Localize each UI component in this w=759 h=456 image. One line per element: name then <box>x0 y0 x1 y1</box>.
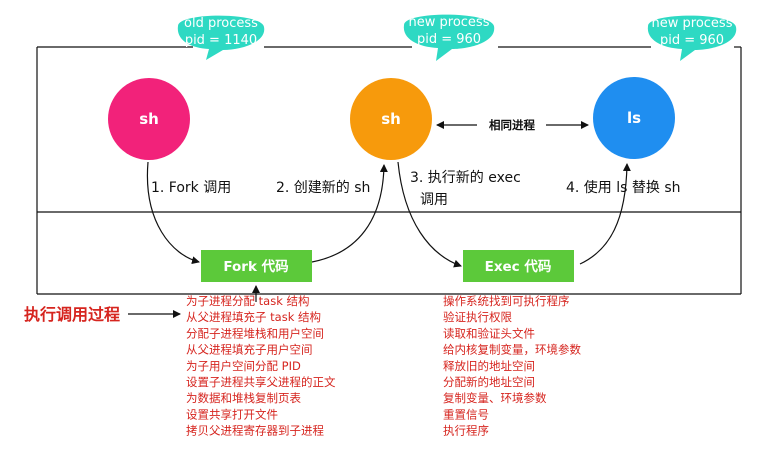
exec-code-box: Exec 代码 <box>463 250 574 282</box>
bubble-new-process-2: new process pid = 960 <box>647 15 737 62</box>
bubble-new2-line2: pid = 960 <box>660 33 724 48</box>
step-3-label-line2: 调用 <box>420 192 448 208</box>
same-process-label: 相同进程 <box>489 118 535 132</box>
exec-process-title: 执行调用过程 <box>24 305 120 324</box>
exec-step-item: 验证执行权限 <box>443 310 512 324</box>
circle-sh-old-label: sh <box>139 110 159 128</box>
exec-step-item: 分配新的地址空间 <box>443 375 535 389</box>
arrow-replace-ls <box>579 163 631 265</box>
circle-ls-label: ls <box>627 109 641 127</box>
circle-sh-new-label: sh <box>381 110 401 128</box>
fork-step-item: 从父进程填充子用户空间 <box>186 343 313 357</box>
exec-code-label: Exec 代码 <box>485 258 552 275</box>
step-2-label: 2. 创建新的 sh <box>276 180 370 196</box>
arrow-exec-call <box>397 161 462 268</box>
fork-step-item: 分配子进程堆栈和用户空间 <box>186 326 324 340</box>
step-3-label-line1: 3. 执行新的 exec <box>410 170 521 186</box>
arrow-fork-call <box>146 161 200 265</box>
exec-step-item: 给内核复制变量，环境参数 <box>443 343 581 357</box>
fork-step-item: 设置共享打开文件 <box>186 407 278 421</box>
bubble-new2-line1: new process <box>652 16 733 31</box>
bubble-new-process-1: new process pid = 960 <box>403 14 495 62</box>
outer-frame <box>36 46 742 295</box>
bubble-new1-line1: new process <box>409 15 490 30</box>
exec-steps-list: 操作系统找到可执行程序验证执行权限读取和验证头文件给内核复制变量，环境参数释放旧… <box>443 294 581 438</box>
exec-step-item: 操作系统找到可执行程序 <box>443 294 570 308</box>
fork-step-item: 为数据和堆栈复制页表 <box>186 391 301 405</box>
fork-step-item: 为子用户空间分配 PID <box>186 359 301 373</box>
fork-step-item: 为子进程分配 task 结构 <box>186 294 310 308</box>
exec-step-item: 复制变量、环境参数 <box>443 391 547 405</box>
fork-code-label: Fork 代码 <box>223 258 288 275</box>
fork-code-box: Fork 代码 <box>201 250 312 282</box>
step-4-label: 4. 使用 ls 替换 sh <box>566 179 681 196</box>
arrow-create-sh <box>311 164 388 263</box>
circle-sh-old: sh <box>108 78 190 160</box>
step-1-label: 1. Fork 调用 <box>151 180 231 196</box>
fork-step-item: 设置子进程共享父进程的正文 <box>186 375 336 389</box>
circle-ls: ls <box>593 77 675 159</box>
exec-step-item: 读取和验证头文件 <box>443 326 535 340</box>
bubble-old-process: old process pid = 1140 <box>177 15 265 61</box>
bubble-old-line2: pid = 1140 <box>185 33 257 48</box>
bubble-new1-line2: pid = 960 <box>417 32 481 47</box>
exec-step-item: 重置信号 <box>443 407 489 421</box>
exec-step-item: 执行程序 <box>443 424 489 438</box>
fork-step-item: 从父进程填充子 task 结构 <box>186 310 321 324</box>
fork-step-item: 拷贝父进程寄存器到子进程 <box>186 424 324 438</box>
exec-step-item: 释放旧的地址空间 <box>443 359 535 373</box>
circle-sh-new: sh <box>350 78 432 160</box>
bubble-old-line1: old process <box>184 16 258 31</box>
